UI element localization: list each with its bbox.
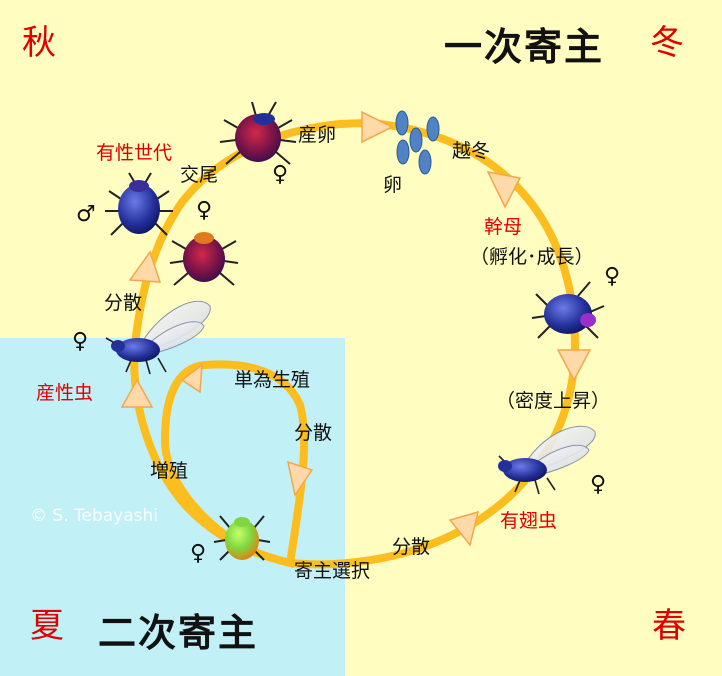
apterous-aphid [213,515,271,561]
label-density-rise: （密度上昇） [496,390,611,412]
male-beetle [105,172,173,236]
female-symbol-sexual: ♀ [196,198,213,223]
season-summer: 夏 [30,606,64,646]
season-autumn: 秋 [22,23,56,63]
label-dispersal-right: 分散 [392,536,431,558]
female-symbol-egg-layer: ♀ [272,162,289,187]
label-egg-laying: 産卵 [298,124,337,146]
secondary-host-label: 二次寄主 [98,611,259,655]
arrow-to-density [556,349,592,382]
label-stem-mother: 幹母 [484,216,523,238]
winged-aphid-right [498,425,596,495]
arrow-to-egg [361,110,394,144]
label-dispersal-inner: 分散 [294,422,333,444]
season-spring: 春 [652,606,686,646]
label-overwintering: 越冬 [452,140,491,162]
primary-host-label: 一次寄主 [444,25,605,69]
arrow-to-stem-mother [486,170,522,209]
label-hatch-growth: （孵化･成長） [470,246,594,268]
stem-mother-beetle [531,281,605,339]
label-multiplication: 増殖 [150,460,189,482]
season-winter: 冬 [650,23,684,63]
female-symbol-apterous: ♀ [190,541,207,566]
arrow-dispersal-to-host [448,510,480,547]
label-sexupara: 産性虫 [36,382,94,404]
inner-cycle-ring [130,344,309,568]
label-egg: 卵 [383,174,403,196]
egg-cluster [395,110,440,175]
sexupara-aphid [105,300,211,375]
egg-laying-female-beetle [219,101,297,165]
male-symbol: ♂ [76,202,96,227]
arrow-inner-right [286,460,314,497]
female-symbol-sexupara: ♀ [72,329,89,354]
label-sexual-generation: 有性世代 [96,142,173,164]
arrow-to-mating [128,250,162,283]
arrow-inner-top [180,363,203,394]
arrow-inner-left-up [120,378,154,408]
female-symbol-stem-mother: ♀ [604,264,621,289]
female-symbol-winged: ♀ [590,472,607,497]
label-dispersal-left: 分散 [104,292,143,314]
label-host-selection: 寄主選択 [294,560,371,582]
label-winged-aphid: 有翅虫 [500,510,558,532]
outer-cycle-ring-left [131,119,381,346]
sexual-female-beetle [169,232,239,286]
label-parthenogenesis: 単為生殖 [234,369,311,391]
copyright-notice: © S. Tebayashi [30,506,158,526]
label-mating: 交尾 [180,164,219,186]
